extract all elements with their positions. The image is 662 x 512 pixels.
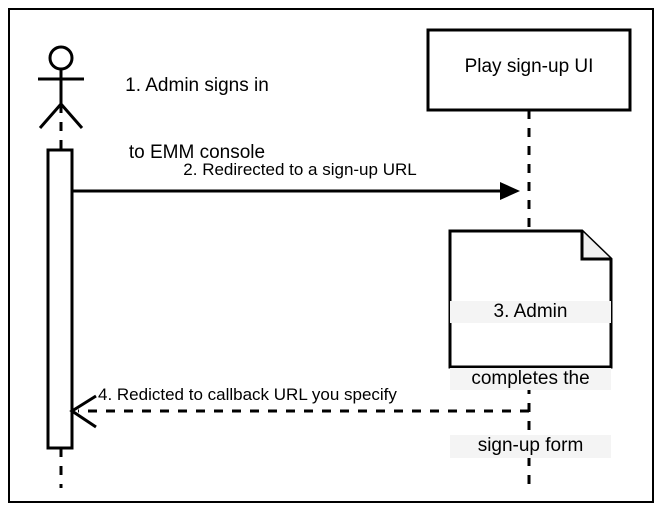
actor-label-line-2: to EMM console [128,142,266,164]
signup-form-note-shape[interactable] [448,229,613,369]
message-4-label: 4. Redicted to callback URL you specify [98,385,397,404]
message-2-arrow[interactable] [72,182,520,200]
note-label-line-1: 3. Admin [450,300,611,324]
message-2-label: 2. Redirected to a sign-up URL [183,160,417,179]
admin-actor-figure [38,45,84,129]
note-label: 3. Admin completes the sign-up form [450,256,611,502]
note-label-line-2: completes the [450,368,611,391]
message-4-arrow[interactable] [69,394,529,429]
actor-label-line-1: 1. Admin signs in [125,74,269,96]
note-label-line-3: sign-up form [450,435,611,458]
participant-label: Play sign-up UI [464,56,594,77]
actor-activation-bar [46,148,74,450]
actor-label: 1. Admin signs in to EMM console [103,30,291,209]
